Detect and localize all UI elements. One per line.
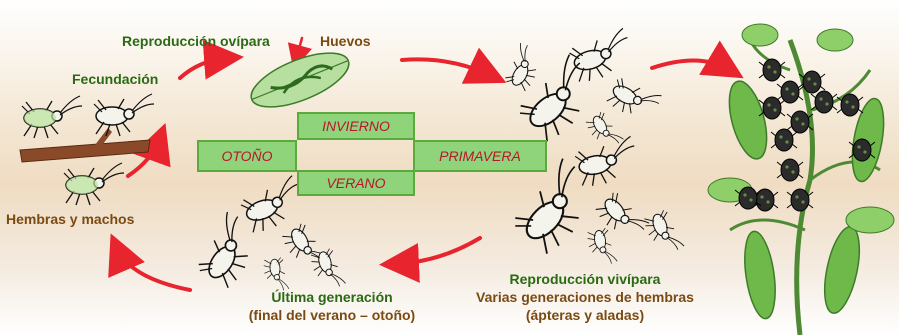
vivipara-line-1: Reproducción vivípara (509, 271, 661, 287)
label-reproduccion-vivipara: Reproducción vivípara Varias generacione… (460, 270, 710, 324)
season-invierno: INVIERNO (297, 112, 415, 140)
label-fecundacion: Fecundación (72, 71, 159, 87)
leaf-with-eggs (250, 52, 350, 108)
vivipara-line-3: (ápteras y aladas) (525, 307, 645, 323)
season-otono: OTOÑO (197, 140, 297, 172)
ultima-generacion-line-1: Última generación (271, 289, 393, 305)
arrow-spring-to-plant (650, 40, 744, 79)
label-ultima-generacion: Última generación (final del verano – ot… (232, 288, 432, 324)
branch-with-aphids (19, 93, 155, 163)
cycle-arrows (108, 36, 744, 292)
arrow-vivipara-to-ultima (379, 236, 482, 283)
ultima-generacion-line-2: (final del verano – otoño) (248, 307, 416, 323)
arrow-hembras-to-fecundacion (126, 122, 171, 178)
green-aphid (63, 162, 125, 206)
season-primavera: PRIMAVERA (413, 140, 547, 172)
arrow-huevos-down (287, 36, 313, 70)
arrow-ultima-to-hembras (108, 233, 192, 292)
label-reproduccion-ovipara: Reproducción ovípara (122, 33, 270, 49)
pea-plant (707, 23, 895, 335)
arrow-egg-to-spring (400, 47, 507, 84)
season-verano: VERANO (297, 170, 415, 196)
spring-aphid-group (499, 27, 664, 154)
label-huevos: Huevos (320, 33, 371, 49)
arrow-fecundacion-to-ovipara (178, 39, 244, 80)
label-hembras-y-machos: Hembras y machos (6, 211, 135, 227)
vivipara-line-2: Varias generaciones de hembras (476, 289, 694, 305)
